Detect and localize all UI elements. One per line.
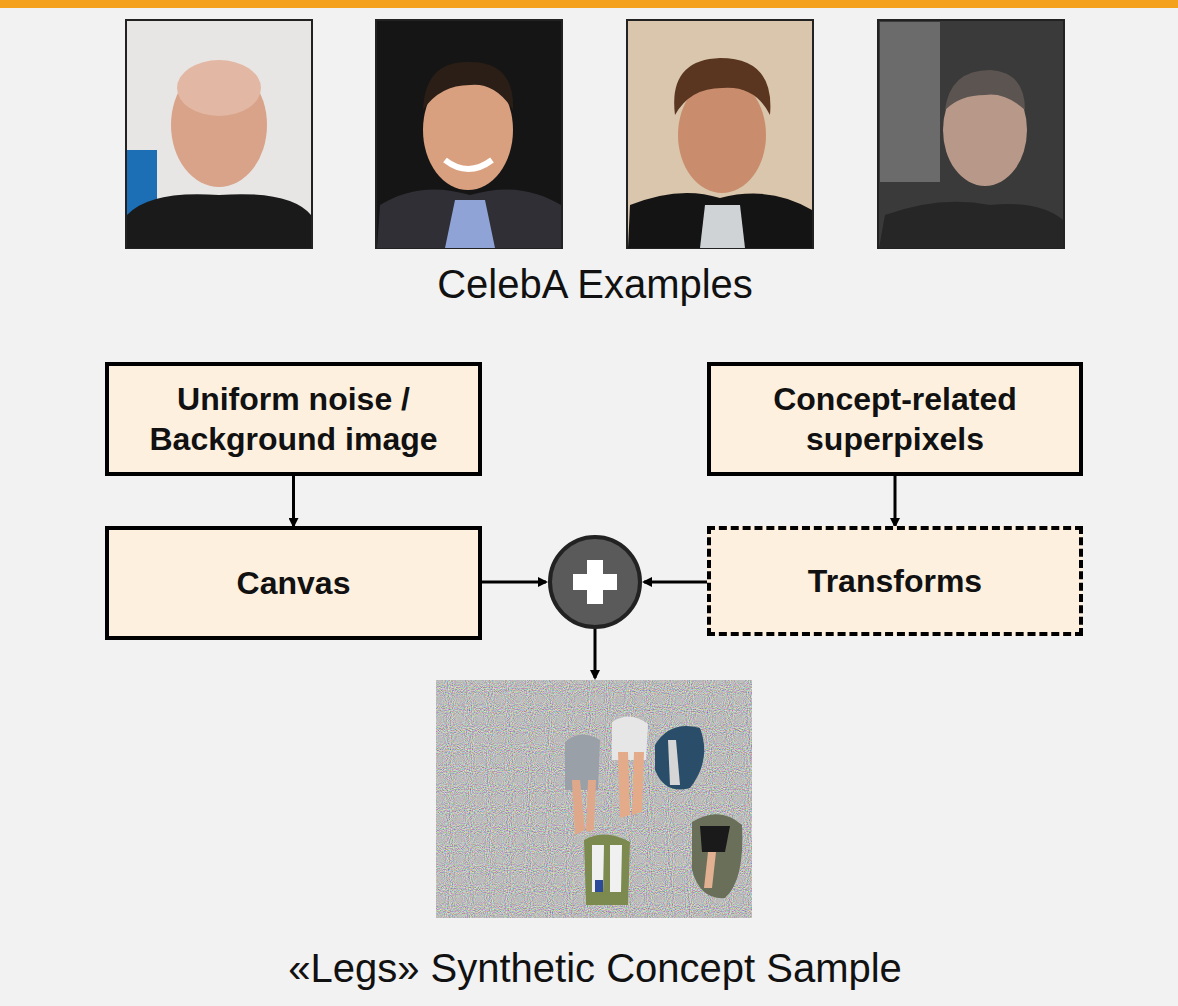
process-box: Uniform noise / Background image — [105, 362, 482, 476]
box-text: Transforms — [808, 561, 982, 601]
face-photo — [627, 20, 813, 248]
synthetic-sample — [436, 680, 752, 918]
caption-label: «Legs» Synthetic Concept Sample — [288, 946, 902, 991]
process-box: Canvas — [105, 526, 482, 640]
flow-arrow — [894, 476, 897, 526]
box-text: Concept-related superpixels — [727, 379, 1063, 459]
face-photo — [878, 20, 1064, 248]
flow-arrow — [292, 476, 295, 526]
arrow — [644, 581, 707, 584]
arrow — [594, 627, 597, 678]
face-photo — [376, 20, 562, 248]
process-box: Concept-related superpixels — [707, 362, 1083, 476]
box-text: Canvas — [237, 563, 351, 603]
arrow — [480, 581, 546, 584]
process-box: Transforms — [707, 526, 1083, 636]
plus-circle — [550, 537, 640, 627]
box-text: Uniform noise / Background image — [125, 379, 462, 459]
caption-label: CelebA Examples — [437, 262, 753, 307]
face-photo — [126, 20, 312, 248]
top-bar — [0, 0, 1178, 8]
